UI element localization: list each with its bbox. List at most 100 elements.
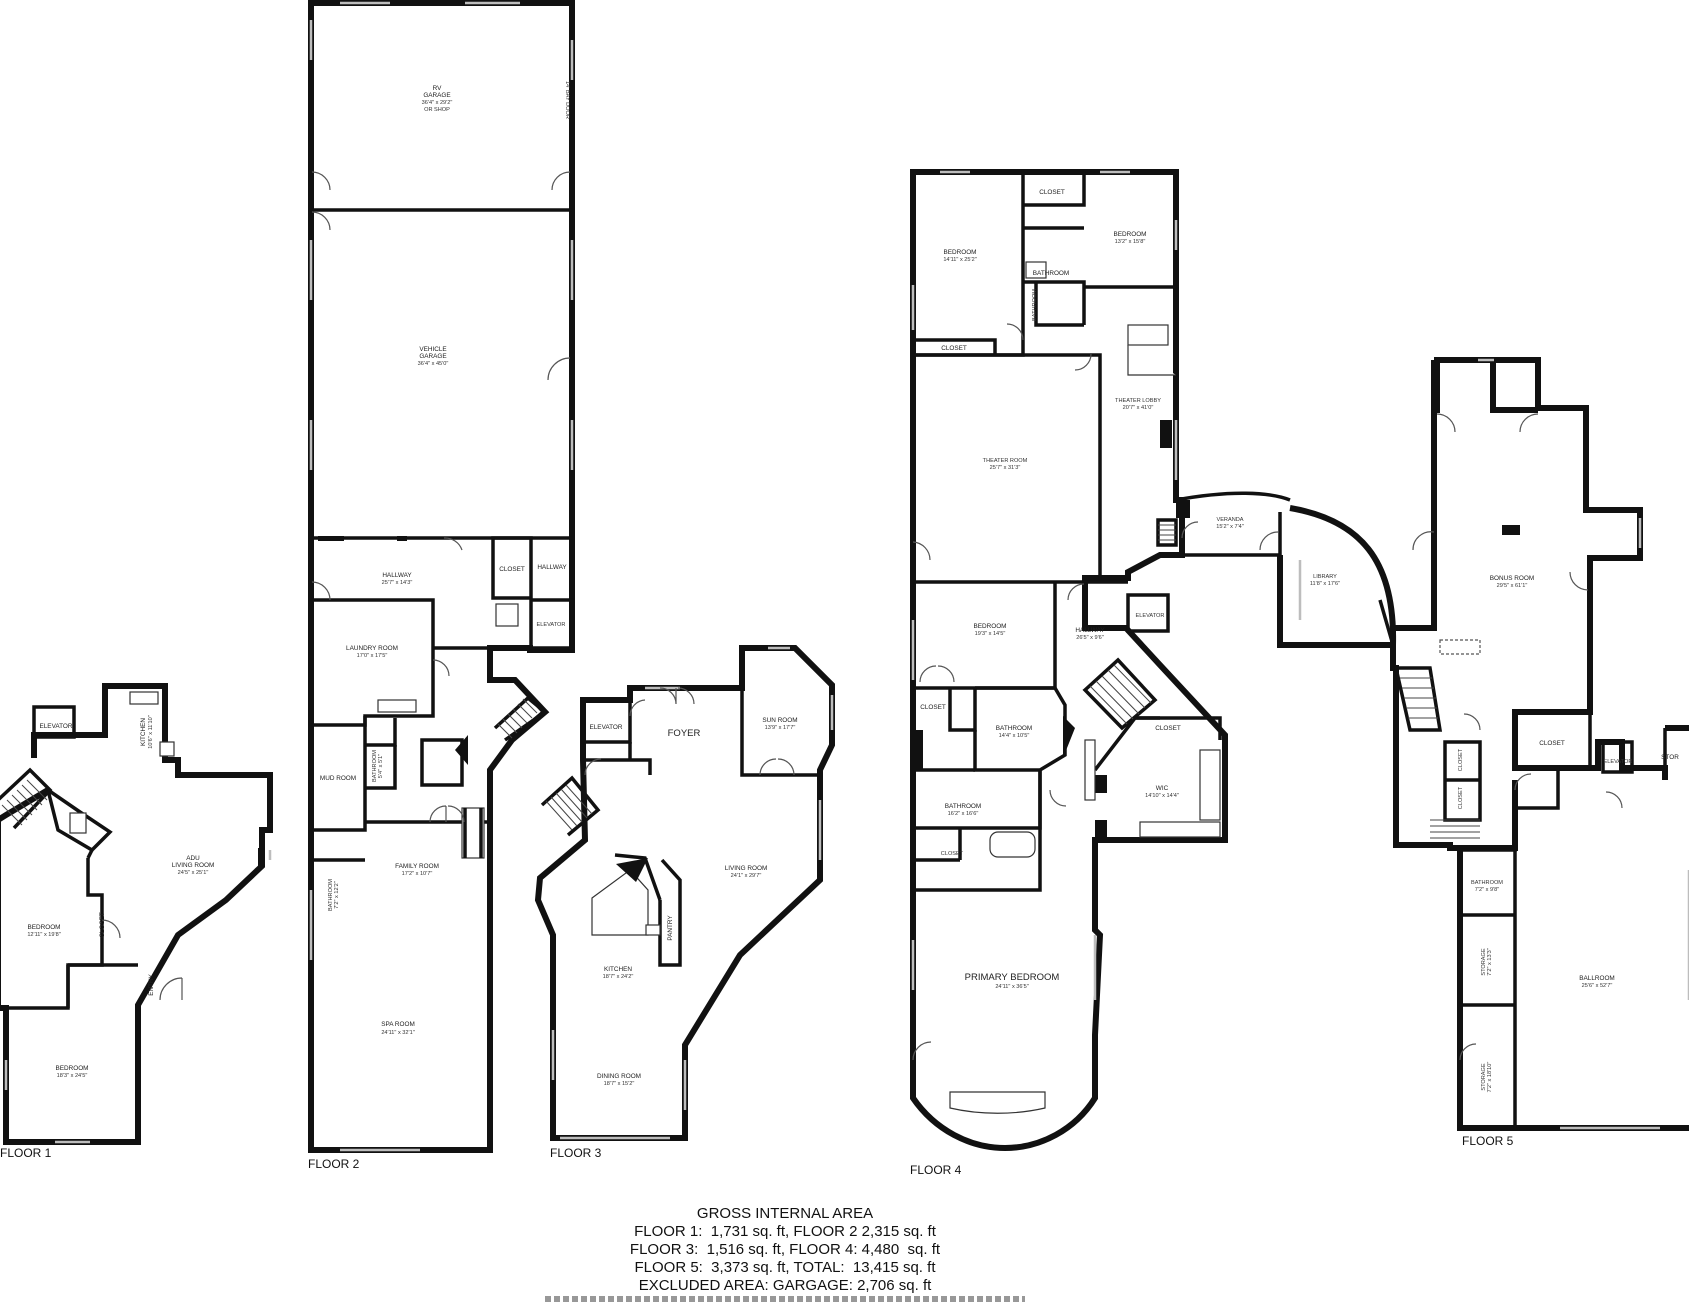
floor3-kitchen-label: KITCHEN	[604, 966, 632, 973]
floor4-theater-room-dims: 25'7" x 31'3"	[990, 465, 1021, 471]
floor1-adu-dims: 24'5" x 25'1"	[178, 870, 209, 876]
floor2-laundry-label: LAUNDRY ROOM	[346, 645, 398, 652]
floor2-bath-small-label: BATHROOM	[372, 750, 378, 782]
floor1-stairs	[0, 767, 53, 830]
floor4-bathroom-v-label: BATHROOM	[1032, 289, 1038, 321]
floor1-bedroom-b-dims: 18'3" x 24'5"	[57, 1073, 88, 1079]
floor2-bath-small-dims: 5'4" x 5'1"	[378, 754, 384, 778]
floor4-library-label: LIBRARY	[1313, 574, 1337, 580]
floor3-pantry-label: PANTRY	[667, 915, 674, 941]
floor4-stairs-small	[1156, 518, 1178, 547]
floor4-theater-lobby-dims: 20'7" x 41'0"	[1123, 405, 1154, 411]
gia-line-4: EXCLUDED AREA: GARGAGE: 2,706 sq. ft	[638, 1277, 932, 1294]
floor4-bathroom-b-label: BATHROOM	[996, 725, 1032, 732]
floor5-storage-b-dims: 7'2" x 18'10"	[1487, 1062, 1493, 1093]
floor2-rv-label: RV	[433, 85, 442, 92]
gia-line-2: FLOOR 3: 1,516 sq. ft, FLOOR 4: 4,480 sq…	[629, 1241, 941, 1258]
floor4-label: FLOOR 4	[910, 1163, 962, 1177]
floor3-livingroom-label: LIVING ROOM	[725, 865, 768, 872]
floor2-stairs	[493, 695, 548, 742]
floor2-hallway-a-dims: 25'7" x 14'3"	[382, 580, 413, 586]
floor4-theater-lobby-label: THEATER LOBBY	[1115, 398, 1161, 404]
floor2-vehicle-dims: 36'4" x 45'0"	[418, 361, 449, 367]
floor4-wic-dims: 14'10" x 14'4"	[1145, 793, 1179, 799]
floor3-elevator-label: ELEVATOR	[589, 724, 622, 731]
floor1-kitchen-dims: 10'6" x 11'10"	[148, 715, 154, 748]
floor1-bedroom-a-dims: 12'11" x 19'8"	[27, 932, 60, 938]
floor4-theater-room-label: THEATER ROOM	[983, 458, 1028, 464]
cut-off-disclaimer	[545, 1296, 1025, 1302]
floor3-kitchen-dims: 18'7" x 24'2"	[603, 974, 634, 980]
floor4-hallway-label: HALLWAY	[1075, 627, 1105, 634]
floor2-bay-door-label: 14' BAY DOOR	[564, 81, 570, 119]
floor2-bath-b-label: BATHROOM	[328, 879, 334, 911]
floor5-elevator-label: ELEVATOR	[1604, 759, 1633, 765]
floor4-bedroom-a-label: BEDROOM	[943, 249, 976, 256]
floor3-sunroom-dims: 13'9" x 17'7"	[765, 725, 796, 731]
floor5-storage-b-label: STORAGE	[1481, 1063, 1487, 1091]
floor1-adu-label: ADU	[186, 855, 200, 862]
floor1-bedroom-b-label: BEDROOM	[55, 1065, 88, 1072]
floor4-bedroom-b-label: BEDROOM	[1113, 231, 1146, 238]
floor4-bathroom-a-label: BATHROOM	[1033, 270, 1069, 277]
floor4-closet-d-label: CLOSET	[1155, 725, 1181, 732]
floor4-closet-b-label: CLOSET	[941, 345, 967, 352]
floor5-storage-a-dims: 7'2" x 13'3"	[1487, 948, 1493, 976]
floor4-closet-c-label: CLOSET	[920, 704, 946, 711]
floor2-hallway-a-label: HALLWAY	[382, 572, 412, 579]
floor1-bedroom-a-label: BEDROOM	[27, 924, 60, 931]
floor5-closet-c-label: CLOSET	[1458, 786, 1464, 809]
floor5-stairs	[1393, 666, 1443, 732]
floor2-closet-label: CLOSET	[499, 566, 525, 573]
floor4-bedroom-a-dims: 14'11" x 25'2"	[943, 257, 976, 263]
floor2-spa-dims: 24'11" x 32'1"	[381, 1030, 414, 1036]
gross-internal-area: GROSS INTERNAL AREA FLOOR 1: 1,731 sq. f…	[0, 1205, 1570, 1295]
floor4-bedroom-c-dims: 19'3" x 14'5"	[975, 631, 1006, 637]
floor4-bathroom-c-label: BATHROOM	[945, 803, 981, 810]
floor2-elevator-label: ELEVATOR	[537, 622, 566, 628]
floor5-storage-a-label: STORAGE	[1481, 948, 1487, 976]
floor4-wic-label: WIC	[1156, 785, 1169, 792]
floor1-elevator-label: ELEVATOR	[39, 723, 72, 730]
floor4-closet-e-label: CLOSET	[941, 851, 964, 857]
floor5-bathroom-label: BATHROOM	[1471, 880, 1503, 886]
floor4-bathroom-c-dims: 16'2" x 16'6"	[948, 811, 979, 817]
floor2-hallway-b-label: HALLWAY	[537, 564, 567, 571]
floor3-foyer-label: FOYER	[668, 728, 701, 739]
floor4-primary-bedroom-dims: 24'11" x 36'5"	[995, 984, 1028, 990]
floor1-kitchen-label: KITCHEN	[140, 718, 147, 746]
floor5-bonus-label: BONUS ROOM	[1490, 575, 1534, 582]
floor2-rv-note: OR SHOP	[424, 107, 450, 113]
floor4-bathroom-b-dims: 14'4" x 10'5"	[999, 733, 1030, 739]
floor3-livingroom-dims: 24'1" x 29'7"	[731, 873, 762, 879]
floor2-vehicle-sub: GARAGE	[419, 353, 446, 360]
floor-1: ELEVATOR KITCHEN 10'6" x 11'10" ADU LIVI…	[0, 683, 273, 1160]
floor5-storage-cut-label: STOR	[1661, 754, 1679, 761]
floor-5: BONUS ROOM 29'5" x 61'1" CLOSET CLOSET C…	[1390, 357, 1689, 1148]
floor4-library-dims: 11'8" x 17'6"	[1310, 581, 1340, 587]
floor2-family-label: FAMILY ROOM	[395, 863, 439, 870]
floor5-label: FLOOR 5	[1462, 1134, 1514, 1148]
floor3-label: FLOOR 3	[550, 1146, 602, 1160]
floor4-bedroom-b-dims: 13'2" x 15'8"	[1115, 239, 1146, 245]
floor2-family-dims: 17'2" x 10'7"	[402, 871, 433, 877]
floor3-stairs	[540, 775, 601, 837]
floor5-closet-a-label: CLOSET	[1539, 740, 1565, 747]
floor5-stairs-b	[1430, 819, 1480, 839]
floor4-primary-bedroom-label: PRIMARY BEDROOM	[965, 972, 1060, 983]
floor-2: RV GARAGE 36'4" x 29'2" OR SHOP 14' BAY …	[308, 0, 575, 1171]
floor4-elevator-label: ELEVATOR	[1136, 613, 1165, 619]
floor3-dining-dims: 18'7" x 15'2"	[604, 1081, 635, 1087]
floor2-rv-dims: 36'4" x 29'2"	[422, 100, 453, 106]
floor4-hallway-dims: 26'5" x 9'6"	[1076, 635, 1104, 641]
floor3-dining-label: DINING ROOM	[597, 1073, 641, 1080]
floor2-laundry-dims: 17'0" x 17'5"	[357, 653, 388, 659]
floor2-spa-label: SPA ROOM	[381, 1021, 415, 1028]
floor4-stairs	[1082, 657, 1158, 731]
floor4-closet-top-label: CLOSET	[1039, 189, 1065, 196]
floor2-mudroom-label: MUD ROOM	[320, 775, 356, 782]
floor4-veranda-dims: 15'2" x 7'4"	[1216, 524, 1244, 530]
floor1-label: FLOOR 1	[0, 1146, 52, 1160]
floor4-bedroom-c-label: BEDROOM	[973, 623, 1006, 630]
